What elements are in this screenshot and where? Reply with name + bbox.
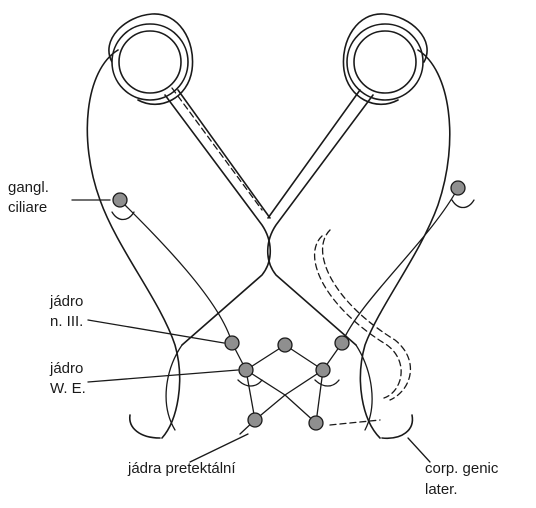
optic-nerves-and-chiasm [165, 88, 410, 430]
label-gangl-ciliare-line1: gangl. [8, 179, 49, 196]
label-corp-genic-line2: later. [425, 481, 458, 498]
label-corp-genic-line1: corp. genic [425, 460, 499, 477]
pretectal-network [120, 188, 458, 434]
label-jadra-pretektalni: jádra pretektální [127, 460, 236, 477]
label-jadro-we-line1: jádro [49, 360, 83, 377]
gangl-ciliare-left-nucleus [113, 193, 127, 207]
label-jadro-we-line2: W. E. [50, 380, 86, 397]
gangl-ciliare-right-nucleus [451, 181, 465, 195]
pretectal-nucleus-right [309, 416, 323, 430]
n3-nucleus-left [225, 336, 239, 350]
label-gangl-ciliare-line2: ciliare [8, 199, 47, 216]
label-jadro-n3-line1: jádro [49, 293, 83, 310]
center-nucleus-top [278, 338, 292, 352]
left-outer-ciliary-loop [87, 50, 179, 438]
we-nucleus-left [239, 363, 253, 377]
labels: gangl. ciliare jádro n. III. jádro W. E.… [8, 179, 499, 498]
n3-nucleus-right [335, 336, 349, 350]
right-eye [343, 14, 427, 104]
right-outer-ciliary-loop [360, 50, 449, 438]
left-eye [109, 14, 193, 104]
we-nucleus-right [316, 363, 330, 377]
pretectal-nucleus-left [248, 413, 262, 427]
label-jadro-n3-line2: n. III. [50, 313, 83, 330]
